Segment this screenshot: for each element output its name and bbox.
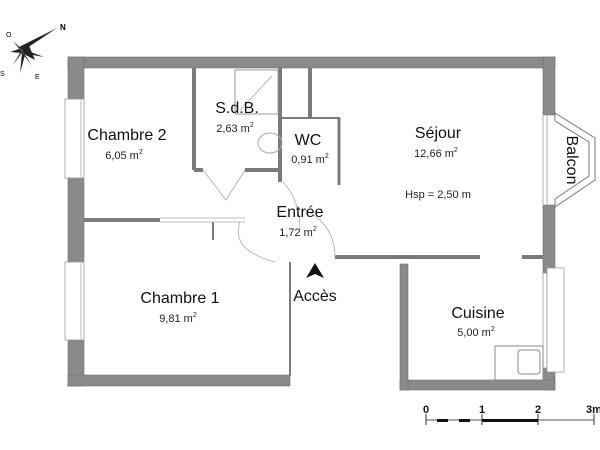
room-chambre-1: Chambre 1 9,81 m2	[140, 290, 219, 325]
room-name: Cuisine	[451, 305, 504, 322]
room-chambre-2: Chambre 2 6,05 m2	[87, 127, 166, 162]
access-arrow-icon	[306, 263, 324, 278]
room-sejour: Séjour 12,66 m2 Hsp = 2,50 m	[405, 125, 471, 201]
svg-text:6,05 m2: 6,05 m2	[105, 149, 143, 162]
room-sdb: S.d.B. 2,63 m2	[215, 100, 259, 135]
svg-text:1,72 m2: 1,72 m2	[279, 226, 317, 239]
svg-text:2,63 m2: 2,63 m2	[216, 122, 254, 135]
compass-east: E	[35, 74, 40, 81]
access-label: Accès	[293, 288, 337, 305]
svg-text:5,00 m2: 5,00 m2	[457, 326, 495, 339]
compass-south: S	[0, 71, 5, 78]
windows	[64, 98, 565, 373]
interior-walls	[84, 68, 543, 376]
scale-tick-1: 1	[479, 404, 485, 416]
room-name: Séjour	[415, 125, 462, 142]
scale-tick-3: 3m	[586, 404, 600, 416]
exterior-walls	[67, 56, 556, 391]
scale-tick-0: 0	[423, 404, 429, 416]
room-entree: Entrée 1,72 m2	[276, 204, 323, 239]
room-cuisine: Cuisine 5,00 m2	[451, 305, 504, 339]
room-wc: WC 0,91 m2	[291, 132, 329, 166]
balcony-label: Balcon	[563, 136, 580, 185]
room-name: Chambre 2	[87, 127, 166, 144]
room-name: S.d.B.	[215, 100, 259, 117]
room-name: Entrée	[276, 204, 323, 221]
fixtures	[202, 69, 544, 381]
svg-text:9,81 m2: 9,81 m2	[159, 312, 197, 325]
svg-text:0,91 m2: 0,91 m2	[291, 153, 329, 166]
scale-tick-2: 2	[535, 404, 541, 416]
compass-rose-icon: N O E S	[0, 23, 66, 81]
compass-north: N	[60, 23, 66, 32]
ceiling-height: Hsp = 2,50 m	[405, 189, 471, 201]
balcony	[554, 112, 596, 208]
room-name: WC	[295, 132, 322, 149]
room-name: Chambre 1	[140, 290, 219, 307]
scale-bar: 0 1 2 3m	[423, 404, 600, 425]
svg-text:12,66 m2: 12,66 m2	[414, 147, 458, 160]
compass-west: O	[6, 32, 12, 39]
